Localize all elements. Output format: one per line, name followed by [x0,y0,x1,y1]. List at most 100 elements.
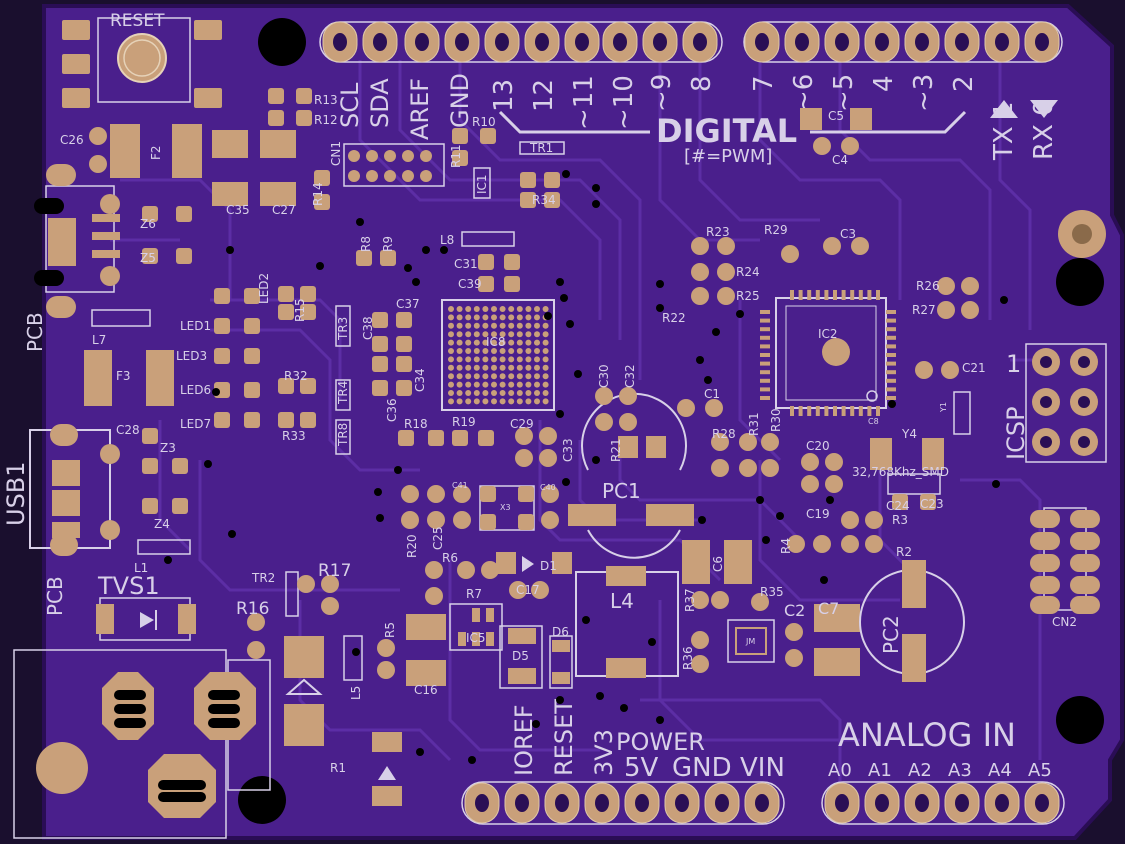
bga-ball [525,306,532,312]
bga-ball [508,390,515,396]
bga-ball [516,364,523,371]
bga-ball [456,331,463,338]
bga-ball [542,356,549,363]
analog-label-a2: A2 [908,760,932,781]
via [544,312,552,320]
top-header-left[interactable] [319,21,723,63]
qfp-pin [760,318,770,323]
ref-r16: R16 [236,599,269,619]
ref-c37: C37 [396,297,420,311]
bga-ball [542,373,549,380]
via [394,466,402,474]
qfp-pin [807,406,812,416]
bga-ball [516,339,523,346]
tx-arrow-icon [990,100,1018,118]
power-jack[interactable] [13,649,271,839]
qfp-pin [760,387,770,392]
bga-ball [534,331,540,338]
bga-ball [508,356,515,363]
ref-c36: C36 [385,398,399,422]
bga-ball [534,339,540,346]
bga-ball [516,306,523,312]
bga-ball [482,322,489,329]
qfp-pin [886,387,896,392]
ref-r31: R31 [747,412,761,436]
left-connector-top [34,164,120,318]
bga-ball [542,398,549,405]
top-header-right[interactable] [743,21,1063,63]
power-header[interactable] [461,781,785,825]
ref-z3: Z3 [160,441,176,455]
ref-tr4: TR4 [336,381,350,405]
ref-c30: C30 [597,364,611,388]
bga-ball [465,398,472,405]
via [820,576,828,584]
bga-ball [508,322,515,329]
bga-ball [465,314,472,321]
ref-cn2: CN2 [1052,615,1077,629]
bga-ball [534,314,540,321]
ref-r24: R24 [736,265,760,279]
qfp-pin [886,318,896,323]
qfp-pin [760,327,770,332]
ref-c40: C40 [540,483,556,492]
bga-ball [542,390,549,396]
ref-r37: R37 [683,588,697,612]
pin-label-5: ~5 [829,74,859,112]
reset-button[interactable] [62,17,222,108]
ref-r9: R9 [381,236,395,252]
qfp-pin [760,335,770,340]
bga-ball [448,364,454,371]
bga-ball [491,314,497,321]
qfp-pin [886,310,896,314]
bga-ball [465,331,472,338]
ref-r30: R30 [769,408,783,432]
bga-ball [534,398,540,405]
bga-ball [473,364,480,371]
power-label-3v3: 3V3 [590,729,618,776]
usb-connector[interactable] [29,424,120,556]
qfp-pin [858,290,863,300]
via [888,400,896,408]
ref-r32: R32 [284,369,308,383]
via [698,516,706,524]
bga-ball [534,381,540,388]
qfp-pin [824,290,829,300]
bga-ball [473,339,480,346]
bga-ball [448,306,454,312]
via [620,704,628,712]
ref-tr2: TR2 [251,571,275,585]
ref-c2: C2 [784,601,805,620]
bga-ball [456,348,463,354]
bga-ball [499,381,506,388]
ref-ic8: IC8 [486,335,506,349]
bga-ball [516,398,523,405]
pin-label-10: ~10 [609,75,639,130]
bga-ball [482,364,489,371]
bga-ball [525,339,532,346]
icsp-header[interactable] [1025,343,1107,463]
bga-ball [456,356,463,363]
bga-ball [525,356,532,363]
bga-ball [473,390,480,396]
ref-c23: C23 [920,497,944,511]
ref-r10: R10 [472,115,496,129]
qfp-pin [807,290,812,300]
bga-ball [491,322,497,329]
tvs-label: TVS1 [97,572,160,600]
bga-ball [534,306,540,312]
qfp-pin [841,290,846,300]
bga-ball [499,322,506,329]
bga-ball [448,339,454,346]
tvs1-diode [96,597,196,641]
power-label-vin: VIN [740,753,785,783]
analog-header[interactable] [821,781,1065,825]
analog-label-a1: A1 [868,760,892,781]
bga-ball [508,373,515,380]
via [404,264,412,272]
bga-ball [482,373,489,380]
ref-tr1: TR1 [529,141,553,155]
ref-ic2: IC2 [818,327,838,341]
bga-ball [465,373,472,380]
ref-pc1: PC1 [602,479,641,503]
